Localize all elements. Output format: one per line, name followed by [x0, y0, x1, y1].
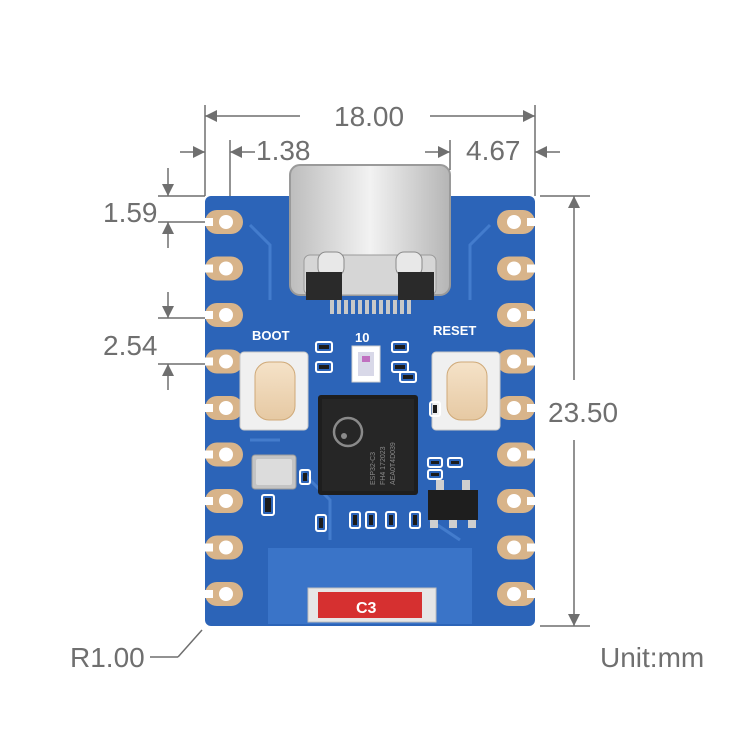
rgb-led — [351, 345, 381, 383]
pin-pad — [497, 303, 535, 327]
pin-pad — [497, 256, 535, 281]
usb-c-connector — [289, 164, 451, 314]
smd-part — [429, 401, 441, 417]
led-label: 10 — [355, 330, 369, 345]
unit-label: Unit:mm — [600, 642, 704, 673]
smd-part — [315, 341, 333, 353]
right-offset-dimension: 4.67 — [466, 135, 521, 166]
smd-part — [385, 511, 397, 529]
left-offset-dimension: 1.38 — [256, 135, 311, 166]
pin-pad — [205, 256, 243, 281]
pin-pad — [497, 582, 535, 606]
usb-pin — [330, 300, 334, 314]
usb-pin — [337, 300, 341, 314]
usb-pin — [393, 300, 397, 314]
smd-part — [315, 361, 333, 373]
pin-pad — [205, 582, 243, 606]
voltage-regulator — [428, 480, 478, 528]
pin-pad — [205, 489, 243, 513]
pin-pad — [205, 303, 243, 327]
pin-pad — [497, 489, 535, 513]
usb-pin — [358, 300, 362, 314]
smd-part — [349, 511, 361, 529]
usb-pin — [365, 300, 369, 314]
boot-label: BOOT — [252, 328, 290, 343]
smd-part — [365, 511, 377, 529]
pad-offset-dimension: 1.59 — [103, 197, 158, 228]
boot-button[interactable] — [239, 351, 309, 431]
pin-pitch-dimension: 2.54 — [103, 330, 158, 361]
pin-pad — [205, 396, 243, 420]
pin-pad — [205, 535, 243, 560]
smd-part — [409, 511, 421, 529]
corner-radius-dimension: R1.00 — [70, 642, 145, 673]
smd-part — [391, 341, 409, 353]
reset-label: RESET — [433, 323, 476, 338]
chip-marking-2: FH4 172023 — [380, 446, 387, 485]
pin-pad — [205, 442, 243, 467]
pin-pad — [497, 535, 535, 560]
usb-pin — [372, 300, 376, 314]
esp32-c3-chip: ESP32-C3 FH4 172023 AEA0T4D039 — [318, 395, 418, 495]
height-dimension: 23.50 — [548, 397, 618, 428]
chip-marking-1: ESP32-C3 — [370, 452, 377, 485]
smd-part — [399, 371, 417, 383]
usb-pin — [400, 300, 404, 314]
width-dimension: 18.00 — [334, 101, 404, 132]
left-pin-pads — [205, 210, 243, 606]
usb-pin — [344, 300, 348, 314]
usb-pin — [407, 300, 411, 314]
smd-part — [427, 457, 443, 468]
pin-pad — [205, 210, 243, 234]
pin-pad — [497, 349, 535, 374]
smd-part — [315, 514, 327, 532]
right-pin-pads — [497, 210, 535, 606]
usb-pin — [379, 300, 383, 314]
crystal — [251, 454, 297, 490]
usb-pin — [351, 300, 355, 314]
usb-pin — [386, 300, 390, 314]
pin-pad — [497, 396, 535, 420]
ceramic-antenna: C3 — [307, 587, 437, 623]
dimension-lines — [150, 105, 590, 658]
antenna-label: C3 — [356, 600, 377, 617]
smd-part — [261, 494, 275, 516]
smd-part — [299, 469, 311, 485]
pin-pad — [205, 349, 243, 374]
smd-part — [447, 457, 463, 468]
smd-part — [427, 469, 443, 480]
pin-pad — [497, 210, 535, 234]
chip-marking-3: AEA0T4D039 — [390, 442, 397, 485]
reset-button[interactable] — [431, 351, 501, 431]
smd-components — [261, 341, 463, 532]
pin-pad — [497, 442, 535, 467]
